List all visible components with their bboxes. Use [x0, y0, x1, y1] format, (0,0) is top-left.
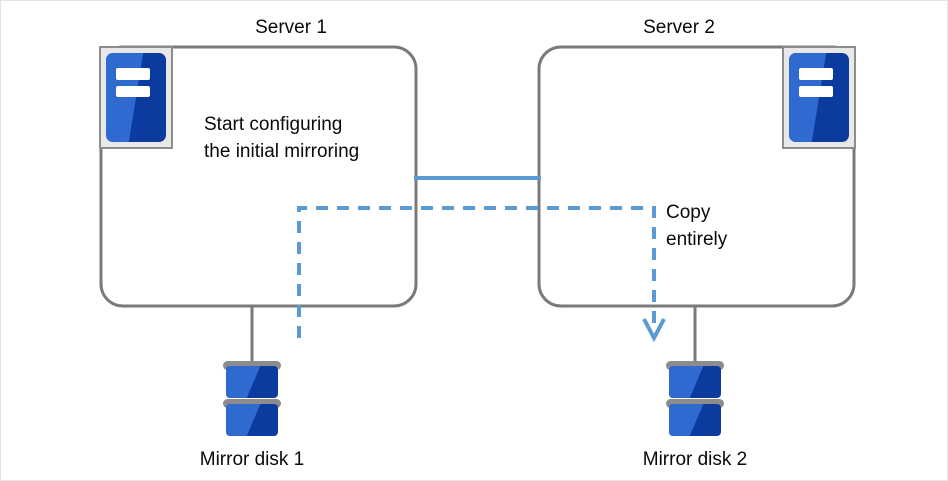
server1-body-line2: the initial mirroring — [204, 141, 360, 162]
mirror-copy-path — [297, 206, 656, 338]
copy-entirely-line1: Copy — [666, 202, 711, 223]
server-chassis-icon — [99, 46, 173, 149]
disk-body-upper — [669, 366, 721, 398]
server-chassis-bar-bottom — [115, 85, 151, 98]
disk-stack-icon — [223, 361, 281, 448]
disk-body-lower — [226, 404, 278, 436]
server-chassis-icon-body — [789, 53, 849, 142]
server1-body-line1: Start configuring — [204, 114, 343, 135]
copy-entirely-line2: entirely — [666, 229, 728, 250]
server2-title: Server 2 — [643, 17, 715, 38]
server-chassis-bar-bottom — [798, 85, 834, 98]
server-chassis-icon-body — [106, 53, 166, 142]
disk2-title: Mirror disk 2 — [642, 449, 748, 470]
disk-body-upper — [226, 366, 278, 398]
server-chassis-bar-top — [798, 68, 834, 80]
server-chassis-bar-top — [115, 68, 151, 80]
server-chassis-icon — [782, 46, 856, 149]
server1-title: Server 1 — [255, 17, 327, 38]
disk-body-lower — [669, 404, 721, 436]
disk-stack-icon — [666, 361, 724, 448]
mirror-copy-arrowhead — [642, 318, 666, 343]
disk1-title: Mirror disk 1 — [199, 449, 305, 470]
